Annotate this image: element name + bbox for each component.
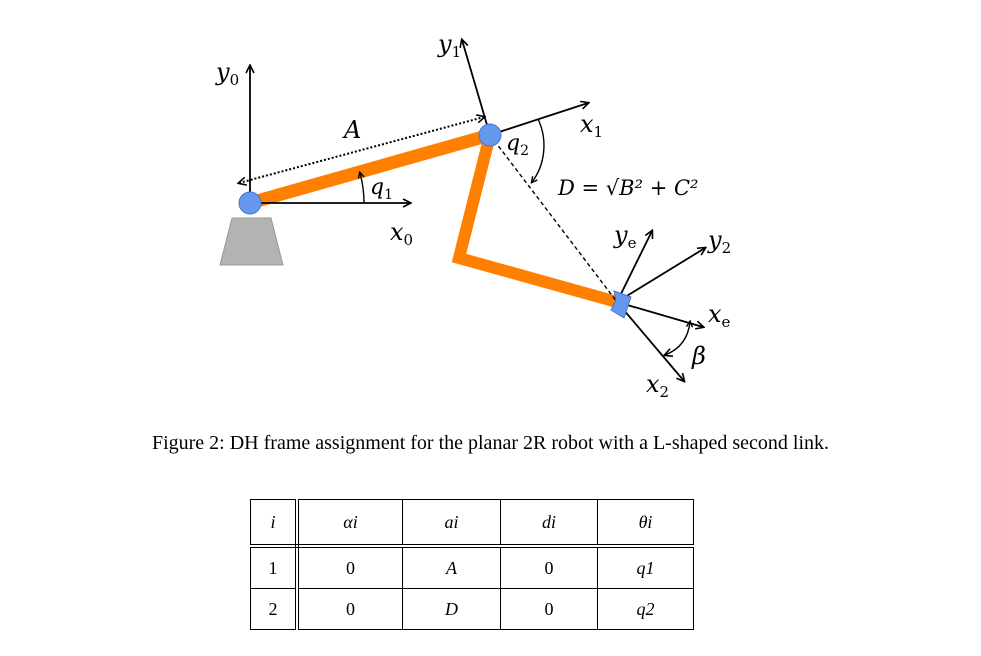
header-d: di — [500, 499, 598, 548]
label-x2: x — [646, 370, 660, 398]
header-i: i — [250, 499, 299, 548]
cell-alpha: 0 — [296, 545, 403, 589]
label-ye-sub: e — [628, 234, 637, 252]
label-y0-sub: 0 — [230, 71, 240, 89]
cell-alpha: 0 — [296, 588, 403, 630]
svg-text:x1: x1 — [580, 110, 603, 141]
label-y1: y — [437, 30, 452, 58]
axis-ye — [616, 231, 652, 303]
cell-d: 0 — [500, 545, 598, 589]
angle-beta-arc — [665, 322, 690, 355]
label-q1: q — [370, 175, 384, 200]
svg-text:x2: x2 — [646, 370, 669, 401]
svg-text:y2: y2 — [707, 226, 731, 257]
axis-y2 — [616, 248, 705, 303]
axis-y1 — [462, 40, 491, 136]
label-x0-sub: 0 — [404, 231, 414, 249]
label-y2: y — [707, 226, 722, 254]
dh-parameter-table: i αi ai di θi 1 0 A 0 q1 2 0 D 0 q2 — [250, 499, 694, 630]
table-row: 2 0 D 0 q2 — [250, 588, 694, 630]
svg-text:x0: x0 — [390, 218, 413, 249]
label-x2-sub: 2 — [660, 383, 670, 401]
end-effector-cap — [610, 290, 632, 319]
angle-q1-arc — [360, 173, 364, 204]
cell-theta: q2 — [597, 588, 694, 630]
label-x1-sub: 1 — [594, 123, 604, 141]
label-beta: β — [691, 342, 706, 370]
svg-text:q1: q1 — [370, 175, 393, 203]
header-theta: θi — [597, 499, 694, 548]
svg-text:y1: y1 — [437, 30, 461, 61]
svg-text:y0: y0 — [215, 58, 239, 89]
label-q2-sub: 2 — [520, 143, 529, 159]
axis-x1 — [489, 103, 588, 136]
cell-a: A — [402, 545, 501, 589]
svg-text:xe: xe — [708, 300, 731, 331]
robot-base — [219, 217, 284, 266]
cell-d: 0 — [500, 588, 598, 630]
table-row: 1 0 A 0 q1 — [250, 545, 694, 589]
table-header-row: i αi ai di θi — [250, 499, 694, 548]
label-y0: y — [215, 58, 230, 86]
joint-1 — [478, 123, 502, 147]
label-xe: x — [708, 300, 722, 328]
figure-caption: Figure 2: DH frame assignment for the pl… — [151, 432, 830, 454]
label-y2-sub: 2 — [722, 239, 732, 257]
label-x0: x — [390, 218, 404, 246]
link-1 — [248, 128, 492, 210]
svg-text:ye: ye — [613, 221, 637, 252]
label-A: A — [342, 116, 361, 144]
label-q2: q — [506, 131, 520, 156]
header-a: ai — [402, 499, 501, 548]
header-alpha: αi — [296, 499, 403, 548]
cell-theta: q1 — [597, 545, 694, 589]
label-D-equation: D = √B² + C² — [557, 176, 698, 200]
angle-q2-arc — [532, 118, 545, 182]
cell-i: 2 — [250, 588, 299, 630]
label-ye: y — [613, 221, 628, 249]
axis-x2 — [616, 301, 684, 381]
robot-diagram: y0 x0 y1 x1 A q1 q2 D = √B² + C² ye y2 x… — [215, 30, 731, 401]
label-xe-sub: e — [722, 313, 731, 331]
cell-i: 1 — [250, 545, 299, 589]
label-q1-sub: 1 — [384, 187, 393, 203]
link-2 — [451, 133, 619, 308]
label-x1: x — [580, 110, 594, 138]
label-y1-sub: 1 — [452, 43, 462, 61]
svg-text:q2: q2 — [506, 131, 529, 159]
cell-a: D — [402, 588, 501, 630]
joint-0 — [238, 191, 262, 215]
